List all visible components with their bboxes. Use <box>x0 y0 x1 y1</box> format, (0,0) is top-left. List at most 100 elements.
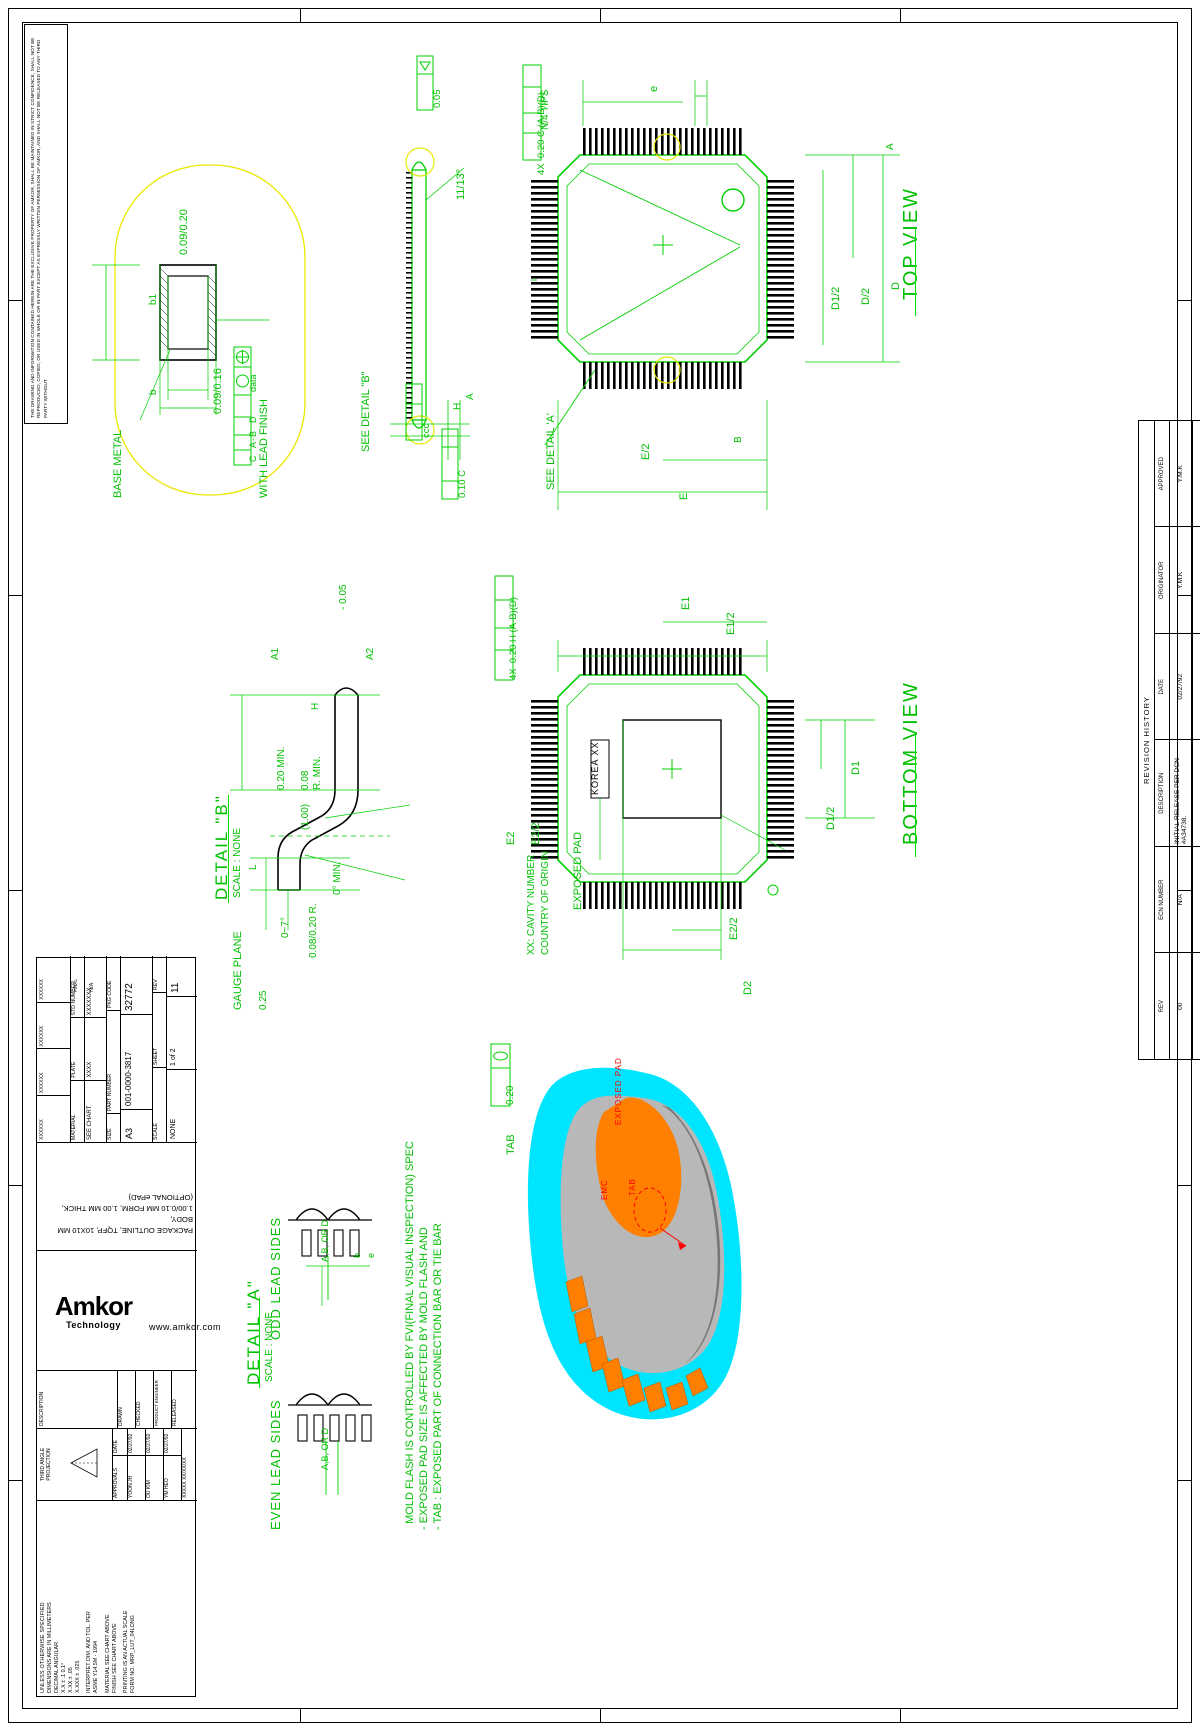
dim-E2-half-2: E2/2 <box>728 917 740 940</box>
size-value: A3 <box>121 1109 152 1142</box>
title-line-1: 1.00/0.10 MM FORM, 1.00 MM THICK, <box>61 1204 193 1213</box>
rev-value: 11 <box>170 982 181 993</box>
label-with-lead-finish: WITH LEAD FINISH <box>258 398 270 498</box>
engineer-name: YM HEO <box>164 1478 170 1498</box>
third-angle-projection: THIRD ANGLE PROJECTION <box>37 1428 113 1500</box>
dim-D-half: D/2 <box>860 287 872 305</box>
fcf-perp-010-text: 0.10 C <box>457 470 468 498</box>
label-base-metal: BASE METAL <box>112 429 124 498</box>
drawn-date: 02/27/92 <box>128 1429 145 1456</box>
bottom-view-drawing <box>531 621 875 960</box>
see-detail-a-label: SEE DETAIL 'A' <box>545 413 557 490</box>
dim-r-008-020: 0.08/0.20 R. <box>308 903 319 958</box>
detail-b-scale: SCALE : NONE <box>232 827 243 898</box>
iso-package-image <box>527 1067 742 1420</box>
dim-angle-1113: 11/13° <box>455 168 467 200</box>
detail-a-drawing <box>288 1208 372 1306</box>
see-detail-b-label: SEE DETAIL "B" <box>360 371 372 452</box>
drawn-name: YOON JH <box>128 1475 134 1498</box>
datum-abd-even: A,B, OR D <box>320 1427 330 1470</box>
final-label: FINAL <box>73 978 78 992</box>
iso-emc-label: EMC <box>600 1179 609 1200</box>
checked-label: CHECKED <box>136 1371 154 1428</box>
amkor-logo-text: Amkor <box>54 1290 132 1321</box>
col-approved: APPROVED <box>1154 420 1170 527</box>
dim-b-detail-a: b <box>352 1252 362 1258</box>
dim-D1-half: D1/2 <box>830 286 842 310</box>
country-of-origin-label: COUNTRY OF ORIGIN <box>540 850 551 955</box>
dim-E2: E2 <box>505 831 517 845</box>
dim-e-pitch: e <box>648 85 660 92</box>
note-line-3: MOLD FLASH IS CONTROLLED BY FVI(FINAL VI… <box>404 1141 416 1530</box>
approvals-label: APPROVALS <box>113 1468 119 1498</box>
detail-a-title: DETAIL "A" <box>244 1279 263 1385</box>
approved-cell: Y.M.K <box>1192 420 1200 527</box>
desc-cell: INITIAL RELEASE PER DCN #A34738. <box>1169 740 1192 847</box>
pn-label: PART NUMBER <box>107 1010 120 1113</box>
dim-angle-0-7: 0~7° <box>280 917 291 938</box>
plate-value: XXXX <box>85 1017 106 1080</box>
fcf-position-value: data <box>248 374 258 392</box>
dim-L: L <box>248 864 259 870</box>
drawing-title: PACKAGE OUTLINE, TQFP, 10X10 MM BODY, 1.… <box>37 1142 197 1250</box>
detail-b-underline <box>228 795 229 903</box>
amkor-logo: Amkor Technology www.amkor.com <box>37 1250 221 1370</box>
gauge-plane-label: GAUGE PLANE <box>232 931 244 1010</box>
fcf-lead-tips-text: 4X 0.20 C (A-B)(D) <box>536 92 547 175</box>
detail-a-drawing-even <box>288 1393 372 1495</box>
approvals-block: APPROVALS DATE YOON JH 02/27/92 OU KIM 0… <box>113 1428 197 1500</box>
margin-tick <box>1178 1185 1192 1186</box>
margin-tick <box>1178 300 1192 301</box>
dim-H-detail: H <box>310 702 321 710</box>
margin-tick <box>8 595 22 596</box>
pn-value: 001-0000-3817 <box>121 1014 152 1109</box>
col-rev: REV <box>1154 953 1170 1060</box>
margin-tick <box>900 1709 901 1723</box>
final-na: N/A <box>89 982 95 992</box>
rev-label: REV <box>153 979 159 990</box>
sheet-value: 1 of 2 <box>167 996 197 1069</box>
dim-A-side: A <box>465 393 476 400</box>
fcf-perp-ccc-text: ccc <box>421 423 432 438</box>
detail-a-underline <box>259 1298 260 1388</box>
dim-A2: A2 <box>365 647 376 660</box>
fcf-perp-010 <box>441 428 459 500</box>
engineer-date: 02/27/92 <box>164 1429 181 1456</box>
meta-subs-2: XXXXXX <box>37 1001 70 1049</box>
material-row: MATERIAL SEE CHART ABOVE <box>105 1614 111 1693</box>
dim-D: D <box>890 282 902 290</box>
material-value: SEE CHART <box>85 1079 106 1142</box>
datum-flag-A: A <box>885 143 896 150</box>
side-view-drawing <box>390 147 470 460</box>
datum-flag-B: B <box>733 436 744 443</box>
fcf-plane-4x <box>494 575 514 681</box>
col-date: DATE <box>1154 633 1170 740</box>
projection-symbol-icon <box>70 1448 98 1478</box>
sub-labels-column: DESCRIPTION DRAWN CHECKED PRODUCT ENGINE… <box>37 1370 197 1428</box>
dim-D1: D1 <box>850 760 862 775</box>
col-ecn: ECN NUMBER <box>1154 846 1170 953</box>
margin-tick <box>600 1709 601 1723</box>
note-line-1: - TAB : EXPOSED PART OF CONNECTION BAR O… <box>432 1223 444 1530</box>
title-line-0: PACKAGE OUTLINE, TQFP, 10X10 MM BODY, <box>57 1215 193 1235</box>
approvals-date-label: DATE <box>113 1429 127 1456</box>
meta-subs-3: XXXXXX <box>39 978 45 1000</box>
bottom-view-label: BOTTOM VIEW <box>900 681 922 845</box>
dim-b: b <box>148 389 159 395</box>
margin-tick <box>1178 1480 1192 1481</box>
unless-line-3: X.X ± .1 0.1° <box>61 1662 67 1693</box>
engineer-label: PRODUCT ENGINEER <box>154 1371 172 1428</box>
margin-tick <box>8 890 22 891</box>
margin-tick <box>300 1709 301 1723</box>
margin-tick <box>1178 595 1192 596</box>
scale-label: SCALE <box>153 1067 166 1142</box>
ecn-cell: N/A <box>1192 846 1200 953</box>
unless-line-2: DECIMAL ANGULAR <box>54 1641 60 1693</box>
date-cell: 02/27/92 <box>1169 633 1192 740</box>
originator-cell: Y.M.K <box>1192 527 1200 634</box>
meta-subs-1: XXXXXX <box>37 1048 70 1096</box>
legal-note-box <box>24 24 68 424</box>
margin-tick <box>8 300 22 301</box>
